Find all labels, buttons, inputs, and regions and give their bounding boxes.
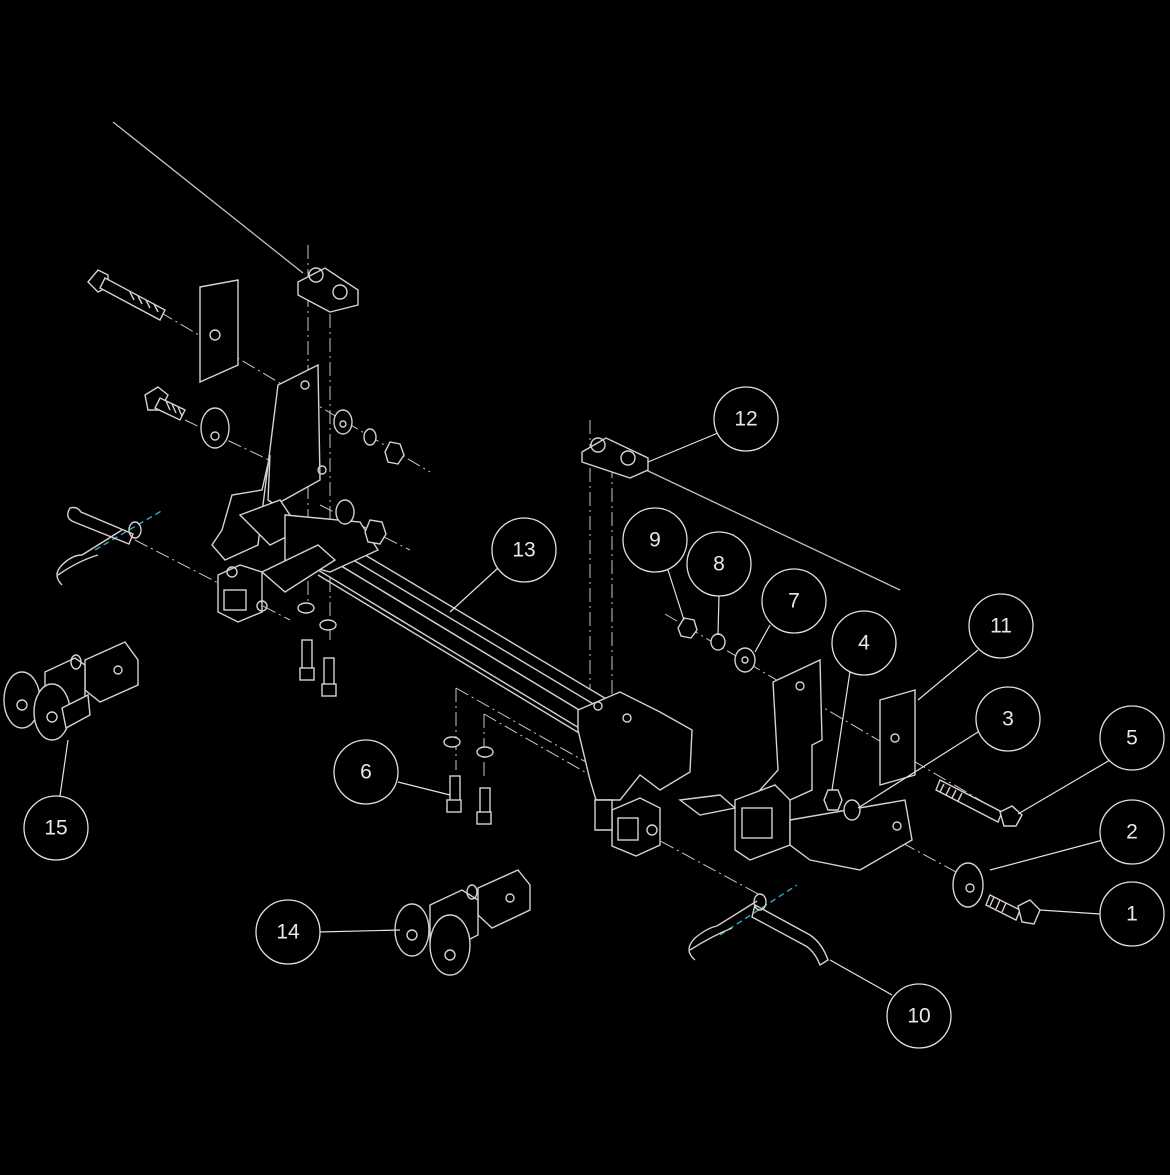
lockwasher-left-a	[363, 428, 377, 446]
wire-left	[112, 121, 304, 274]
callout-8-label: 8	[713, 553, 725, 576]
bottom-bolts-left	[297, 602, 337, 697]
washer-right-7	[734, 647, 756, 673]
hitch-pin-right	[688, 893, 829, 967]
callout-10-label: 10	[907, 1005, 930, 1028]
nut-right-4	[823, 789, 843, 811]
shackle-15	[3, 641, 139, 741]
callout-5: 5	[1099, 705, 1165, 771]
long-bolt-top-left	[87, 269, 166, 321]
callout-7: 7	[761, 568, 827, 634]
shackle-14	[394, 869, 531, 976]
callout-15-label: 15	[44, 817, 67, 840]
left-bracket-assembly	[199, 279, 380, 623]
callout-9: 9	[622, 507, 688, 573]
callout-9-label: 9	[649, 529, 661, 552]
long-bolt-right-5	[935, 779, 1023, 827]
large-washer-left	[200, 407, 230, 449]
washer-left-a	[333, 409, 353, 435]
callout-6-label: 6	[360, 761, 372, 784]
wire-right	[645, 469, 901, 591]
callout-13-label: 13	[512, 539, 535, 562]
callout-10: 10	[886, 983, 952, 1049]
washer-left-b	[335, 499, 355, 525]
callout-11-label: 11	[990, 615, 1012, 638]
top-clamp-left	[297, 267, 359, 313]
callout-2: 2	[1099, 799, 1165, 865]
bolt-right-1	[985, 894, 1041, 925]
center-bracket	[577, 691, 737, 857]
right-bracket-assembly	[734, 658, 916, 871]
callout-7-label: 7	[788, 590, 800, 613]
callout-15: 15	[23, 795, 89, 861]
callout-1: 1	[1099, 881, 1165, 947]
callout-2-label: 2	[1126, 821, 1138, 844]
nut-left-a	[384, 441, 405, 465]
callout-8: 8	[686, 531, 752, 597]
lockwasher-right-3	[843, 799, 861, 821]
callout-4-label: 4	[858, 632, 870, 655]
callout-3: 3	[975, 686, 1041, 752]
callout-14-label: 14	[276, 921, 300, 944]
callout-6: 6	[333, 739, 399, 805]
bolt-left-mid	[144, 386, 186, 421]
callout-12: 12	[713, 386, 779, 452]
nut-right-9	[677, 617, 698, 639]
callout-13: 13	[491, 517, 557, 583]
callout-leaders	[59, 432, 1111, 996]
top-clamp-right	[581, 437, 649, 479]
callout-11: 11	[968, 593, 1034, 659]
callout-12-label: 12	[734, 408, 757, 431]
callout-3-label: 3	[1002, 708, 1014, 731]
callout-1-label: 1	[1126, 903, 1138, 926]
hitch-pin-left	[56, 506, 142, 586]
callout-14: 14	[255, 899, 321, 965]
callout-4: 4	[831, 610, 897, 676]
bottom-bolts-center	[443, 736, 494, 825]
cyan-centerline-left	[94, 509, 164, 551]
callout-5-label: 5	[1126, 727, 1138, 750]
nut-left-b	[364, 519, 387, 545]
lockwasher-right-8	[710, 633, 726, 651]
